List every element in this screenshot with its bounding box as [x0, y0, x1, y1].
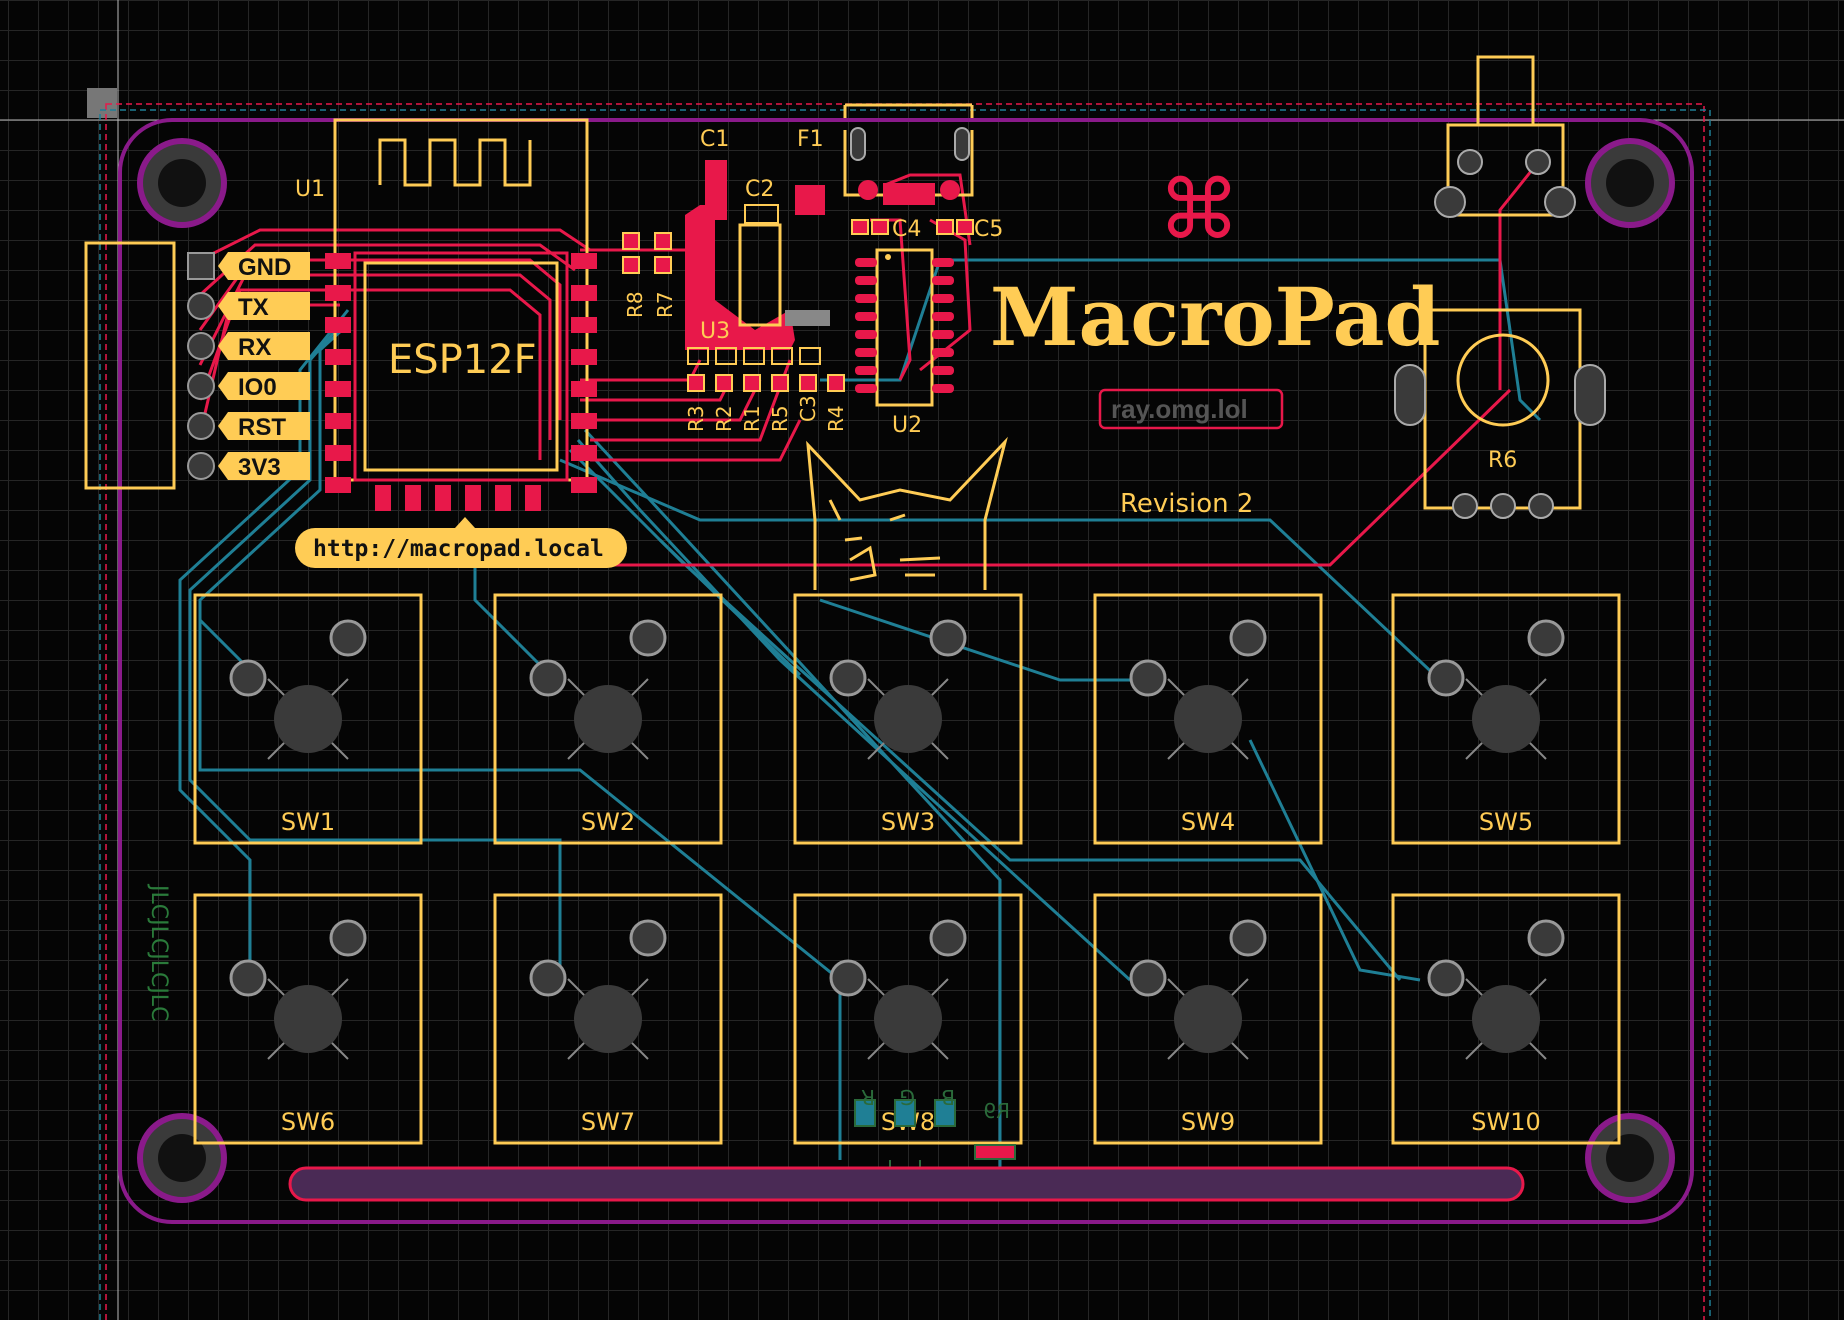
- designator-u3: U3: [700, 319, 730, 344]
- origin-marker-icon[interactable]: [87, 88, 117, 118]
- u3-regulator[interactable]: [685, 160, 830, 350]
- key-switch-sw7[interactable]: SW7: [493, 893, 723, 1145]
- url-link-text: http://macropad.local: [313, 536, 604, 562]
- designator-c2: C2: [745, 177, 774, 202]
- header-pin-label: GND: [238, 254, 291, 281]
- designator-r2: R2: [712, 405, 736, 432]
- led-blue-label: B: [941, 1085, 955, 1109]
- header-pin-rx[interactable]: RX: [187, 332, 310, 361]
- key-switch-sw6[interactable]: SW6: [193, 893, 423, 1145]
- designator-r3: R3: [684, 405, 708, 432]
- r7-r8-pads: [622, 232, 672, 274]
- rotary-encoder[interactable]: [1394, 308, 1606, 519]
- header-pin-3v3[interactable]: 3V3: [187, 452, 310, 481]
- designator-r5: R5: [768, 405, 792, 432]
- designator-r1: R1: [740, 405, 764, 432]
- key-switch-sw3[interactable]: SW3: [793, 593, 1023, 845]
- cat-logo-icon: [806, 436, 1008, 590]
- command-symbol-icon: ⌘: [1158, 163, 1240, 258]
- designator-r8: R8: [623, 291, 647, 318]
- key-switch-label: SW1: [281, 808, 335, 836]
- header-pin-io0[interactable]: IO0: [187, 372, 310, 401]
- rgb-led-pads: [854, 1099, 1016, 1181]
- header-pin-gnd[interactable]: GND: [187, 252, 310, 281]
- header-pin-label: IO0: [238, 374, 277, 401]
- header-pin-label: RST: [238, 414, 286, 441]
- module-label: ESP12F: [388, 337, 537, 383]
- board-bounds-cyan: [99, 109, 1711, 1320]
- board-title: MacroPad: [990, 270, 1440, 364]
- mounting-holes: [137, 138, 1675, 1203]
- key-switch-sw10[interactable]: SW10: [1391, 893, 1621, 1145]
- header-pin-rst[interactable]: RST: [187, 412, 310, 441]
- url-link-badge[interactable]: [295, 528, 627, 568]
- key-switch-label: SW5: [1479, 808, 1533, 836]
- key-switch-sw4[interactable]: SW4: [1093, 593, 1323, 845]
- designator-c1: C1: [700, 127, 729, 152]
- designator-r6: R6: [1488, 448, 1517, 473]
- key-switch-label: SW6: [281, 1108, 335, 1136]
- esp12f-module[interactable]: [325, 118, 597, 511]
- board-outline[interactable]: [118, 118, 1694, 1224]
- header-pin-tx[interactable]: TX: [187, 292, 310, 321]
- badge-pointer: [455, 517, 475, 528]
- key-switch-label: SW3: [881, 808, 935, 836]
- revision-label: Revision 2: [1120, 489, 1253, 519]
- key-switch-sw1[interactable]: SW1: [193, 593, 423, 845]
- designator-u2: U2: [892, 413, 922, 438]
- header-pin-label: TX: [238, 294, 269, 321]
- designator-f1: F1: [797, 127, 824, 152]
- header-pin-label: RX: [238, 334, 271, 361]
- key-switch-label: SW7: [581, 1108, 635, 1136]
- u2-chip[interactable]: [855, 248, 954, 407]
- designator-c5: C5: [974, 217, 1003, 242]
- header-pin-label: 3V3: [238, 454, 281, 481]
- designator-c3: C3: [796, 395, 820, 422]
- url-badge-text: ray.omg.lol: [1111, 394, 1248, 424]
- board-bounds-red: [105, 103, 1705, 1320]
- key-switch-sw9[interactable]: SW9: [1093, 893, 1323, 1145]
- led-red-label: R: [861, 1085, 875, 1109]
- led-green-label: G: [900, 1085, 916, 1109]
- designator-r9: R9: [983, 1099, 1010, 1123]
- antenna-icon: [378, 138, 532, 187]
- url-badge-outline: [1098, 388, 1284, 430]
- c4-c5-pads: [851, 219, 974, 235]
- key-switch-sw2[interactable]: SW2: [493, 593, 723, 845]
- tactile-button-top[interactable]: [1434, 55, 1576, 218]
- header-connector-outline: [84, 241, 176, 490]
- usb-connector[interactable]: [843, 103, 974, 205]
- jlc-order-marker: JLCJLCJLCJLC: [146, 883, 171, 1021]
- designator-r4: R4: [824, 405, 848, 432]
- board-slot: [288, 1166, 1525, 1202]
- key-switch-sw5[interactable]: SW5: [1391, 593, 1621, 845]
- designator-u1: U1: [295, 177, 325, 202]
- designator-c4: C4: [892, 217, 921, 242]
- key-switch-label: SW2: [581, 808, 635, 836]
- bottom-copper-traces: [178, 258, 1542, 1172]
- key-switch-label: SW9: [1181, 1108, 1235, 1136]
- key-switch-label: SW10: [1471, 1108, 1541, 1136]
- designator-r7: R7: [653, 291, 677, 318]
- key-switch-label: SW4: [1181, 808, 1235, 836]
